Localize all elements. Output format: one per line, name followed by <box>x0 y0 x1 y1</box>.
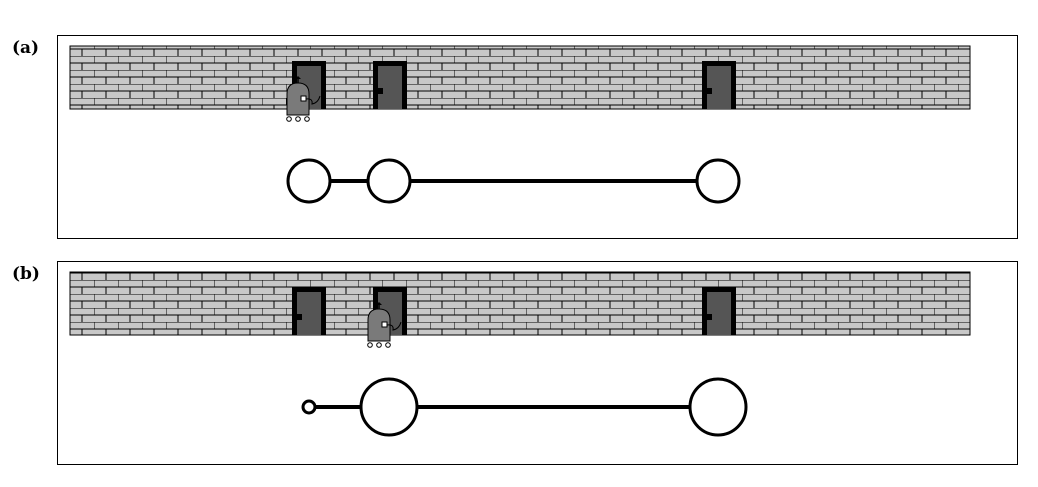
panel-b <box>69 271 971 437</box>
panel-a-frame <box>57 35 1018 239</box>
panel-b-frame <box>57 261 1018 465</box>
brick-wall <box>69 271 971 336</box>
door-3 <box>702 61 736 109</box>
panel-a-label: (a) <box>12 38 40 58</box>
graph-node <box>286 158 332 204</box>
graph-node <box>301 399 317 415</box>
door-3 <box>702 287 736 335</box>
graph-a <box>286 158 741 204</box>
robot-icon <box>286 76 321 122</box>
graph-node <box>688 377 748 437</box>
door-2 <box>373 61 407 109</box>
graph-b <box>301 377 748 437</box>
panel-a <box>69 45 971 204</box>
brick-wall <box>69 45 971 110</box>
graph-node <box>366 158 412 204</box>
panel-b-label: (b) <box>12 264 40 284</box>
robot-icon <box>367 302 402 348</box>
door-1 <box>292 287 326 335</box>
graph-node <box>359 377 419 437</box>
graph-node <box>695 158 741 204</box>
